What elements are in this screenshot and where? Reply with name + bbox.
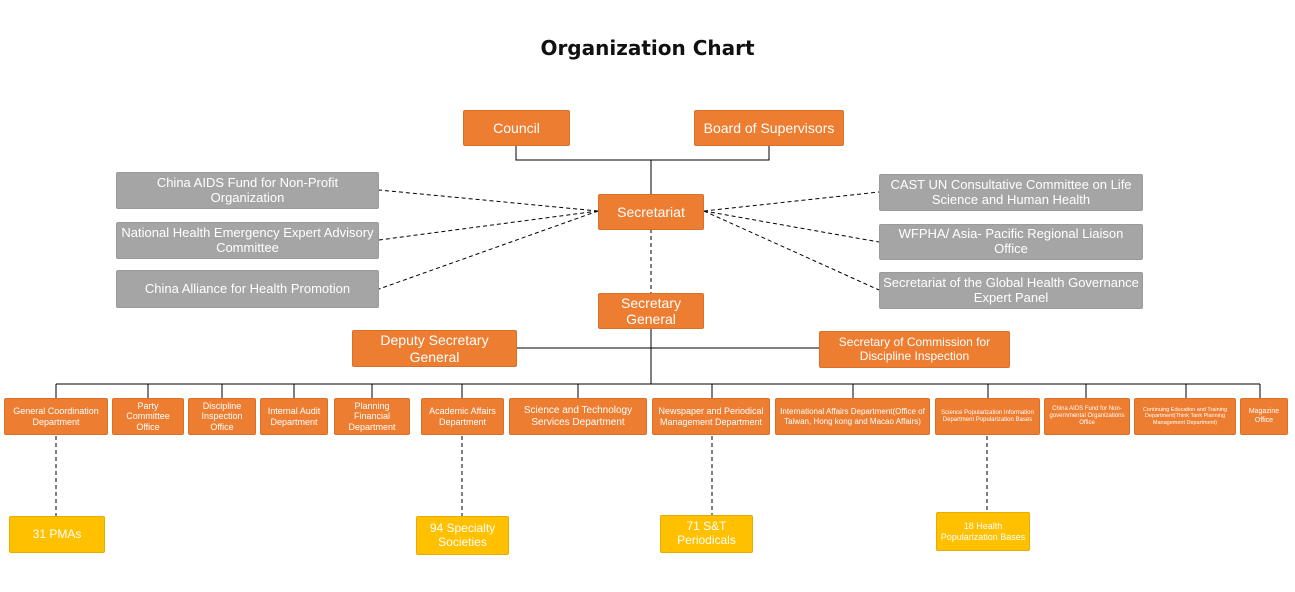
department-discipline-inspection: Discipline Inspection Office: [188, 398, 256, 435]
department-party-committee: Party Committee Office: [112, 398, 184, 435]
chart-title: Organization Chart: [540, 36, 755, 60]
partner-left-3: China Alliance for Health Promotion: [116, 270, 379, 308]
department-general-coordination: General Coordination Department: [4, 398, 108, 435]
secretary-general-box: Secretary General: [598, 293, 704, 329]
output-pmas: 31 PMAs: [9, 516, 105, 553]
output-st-periodicals: 71 S&T Periodicals: [660, 515, 753, 553]
department-academic-affairs: Academic Affairs Department: [421, 398, 504, 435]
department-newspaper-periodical: Newspaper and Periodical Management Depa…: [652, 398, 770, 435]
partner-left-2: National Health Emergency Expert Advisor…: [116, 222, 379, 259]
partner-right-3: Secretariat of the Global Health Governa…: [879, 272, 1143, 309]
secretariat-box: Secretariat: [598, 194, 704, 230]
output-health-popularization-bases: 18 Health Popularization Bases: [936, 512, 1030, 551]
department-china-aids-fund-office: China AIDS Fund for Non-governmental Org…: [1044, 398, 1130, 435]
board-of-supervisors-box: Board of Supervisors: [694, 110, 844, 146]
commission-discipline-box: Secretary of Commission for Discipline I…: [819, 331, 1010, 368]
governance-connector: [515, 145, 770, 161]
partner-right-1: CAST UN Consultative Committee on Life S…: [879, 174, 1143, 211]
deputy-secretary-general-box: Deputy Secretary General: [352, 330, 517, 367]
department-continuing-education: Continuing Education and Training Depart…: [1134, 398, 1236, 435]
department-internal-audit: Internal Audit Department: [260, 398, 328, 435]
department-science-popularization: Science Popularization Information Depar…: [935, 398, 1040, 435]
output-specialty-societies: 94 Specialty Societies: [416, 516, 509, 555]
department-international-affairs: International Affairs Department(Office …: [775, 398, 930, 435]
council-box: Council: [463, 110, 570, 146]
department-magazine-office: Magazine Office: [1240, 398, 1288, 435]
partner-right-2: WFPHA/ Asia- Pacific Regional Liaison Of…: [879, 224, 1143, 260]
partner-left-1: China AIDS Fund for Non-Profit Organizat…: [116, 172, 379, 209]
department-planning-financial: Planning Financial Department: [334, 398, 410, 435]
department-science-technology-services: Science and Technology Services Departme…: [509, 398, 647, 435]
